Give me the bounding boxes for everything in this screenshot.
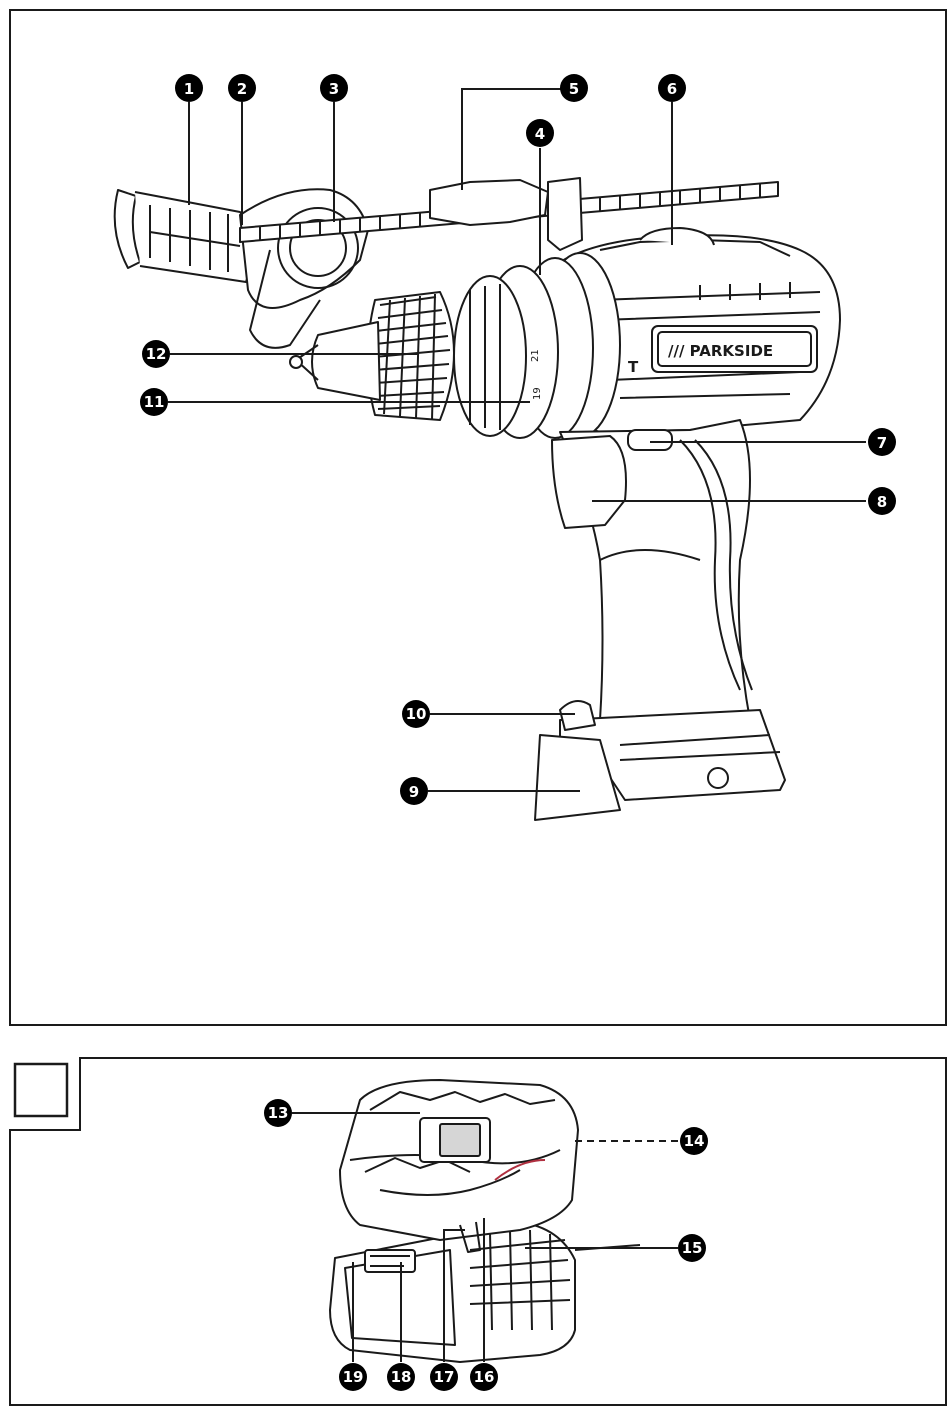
svg-text:9: 9	[409, 783, 419, 801]
callout-11: 11	[140, 388, 168, 416]
callout-10: 10	[402, 700, 430, 728]
charger-indicator	[365, 1250, 415, 1272]
callout-15: 15	[678, 1234, 706, 1262]
svg-text:16: 16	[474, 1368, 495, 1386]
svg-text:4: 4	[535, 125, 545, 143]
callout-4: 4	[526, 119, 554, 147]
svg-text:17: 17	[434, 1368, 455, 1386]
svg-text:6: 6	[667, 80, 677, 98]
svg-text:1: 1	[184, 80, 194, 98]
callout-13: 13	[264, 1099, 292, 1127]
svg-text:3: 3	[329, 80, 339, 98]
svg-text:18: 18	[391, 1368, 412, 1386]
trigger	[552, 436, 626, 528]
callout-3: 3	[320, 74, 348, 102]
chuck-nose	[312, 322, 380, 400]
svg-text:13: 13	[268, 1104, 289, 1122]
figure-a-frame	[10, 10, 946, 1025]
callout-19: 19	[339, 1363, 367, 1391]
drill-illustration: /// PARKSIDE T 21 19	[115, 178, 840, 820]
svg-text:7: 7	[877, 434, 887, 452]
brand-label: /// PARKSIDE	[668, 342, 773, 360]
callout-16: 16	[470, 1363, 498, 1391]
callout-17: 17	[430, 1363, 458, 1391]
callout-6: 6	[658, 74, 686, 102]
svg-text:14: 14	[684, 1132, 705, 1150]
callout-9: 9	[400, 777, 428, 805]
speed-mark-low: 19	[532, 387, 543, 400]
svg-text:19: 19	[343, 1368, 364, 1386]
callout-7: 7	[868, 428, 896, 456]
svg-text:T: T	[628, 358, 639, 376]
callout-1: 1	[175, 74, 203, 102]
svg-text:5: 5	[569, 80, 579, 98]
callout-2: 2	[228, 74, 256, 102]
callout-8: 8	[868, 487, 896, 515]
svg-text:11: 11	[144, 393, 165, 411]
callout-12: 12	[142, 340, 170, 368]
callout-14: 14	[680, 1127, 708, 1155]
callout-5: 5	[560, 74, 588, 102]
svg-text:10: 10	[406, 705, 427, 723]
svg-text:15: 15	[682, 1239, 703, 1257]
svg-text:12: 12	[146, 345, 167, 363]
depth-stop-clamp	[430, 180, 548, 225]
svg-text:2: 2	[237, 80, 247, 98]
direction-switch	[628, 430, 672, 450]
figure-b-label-box	[15, 1064, 67, 1116]
svg-text:8: 8	[877, 493, 887, 511]
callout-18: 18	[387, 1363, 415, 1391]
speed-mark-high: 21	[530, 349, 541, 362]
